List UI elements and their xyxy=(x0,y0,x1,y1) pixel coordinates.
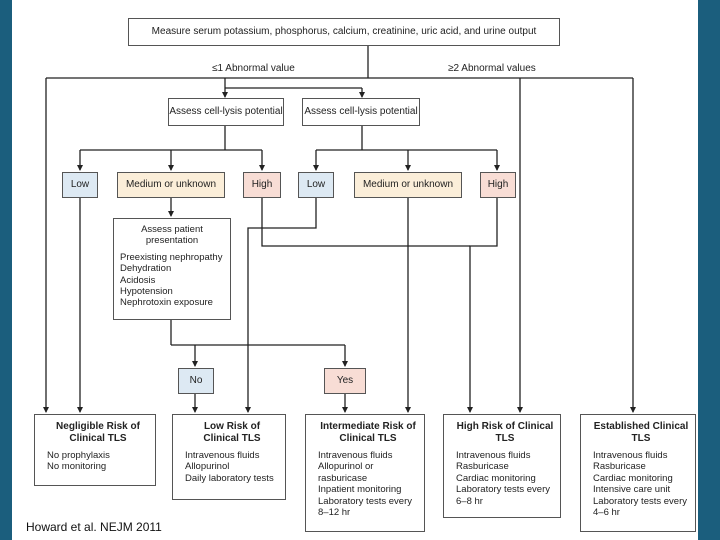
risk-low-2: Low xyxy=(298,172,334,198)
outcome-item: Intravenous fluids xyxy=(318,450,393,461)
arrow-low2-to-low-risk xyxy=(245,198,317,413)
branch-label-ge2: ≥2 Abnormal values xyxy=(448,63,536,74)
patient-item: Dehydration xyxy=(120,263,172,275)
measure-labs-box: Measure serum potassium, phosphorus, cal… xyxy=(128,18,560,46)
outcome-item: Intravenous fluids xyxy=(456,450,531,461)
outcome-title: Intermediate Risk of Clinical TLS xyxy=(320,421,416,444)
arrow-high2-to-high-risk xyxy=(467,198,498,413)
outcome-item: Cardiac monitoring xyxy=(593,472,673,484)
outcome-item: Intravenous fluids xyxy=(593,450,668,461)
assess-cell-lysis-right: Assess cell-lysis potential xyxy=(302,98,420,126)
outcome-title: Established Clinical TLS xyxy=(593,421,689,444)
outcome-item: Laboratory tests every 8–12 hr xyxy=(318,495,412,518)
branch-label-le1: ≤1 Abnormal value xyxy=(212,63,295,74)
citation-text: Howard et al. NEJM 2011 xyxy=(26,520,162,534)
risk-medium-1: Medium or unknown xyxy=(117,172,225,198)
patient-item: Acidosis xyxy=(120,274,156,286)
outcome-low-risk: Low Risk of Clinical TLS Intravenous flu… xyxy=(172,414,286,500)
outcome-item: Intensive care unit xyxy=(593,484,671,496)
outcome-intermediate-risk: Intermediate Risk of Clinical TLS Intrav… xyxy=(305,414,425,532)
patient-item: Nephrotoxin exposure xyxy=(120,297,213,309)
outcome-negligible-risk: Negligible Risk of Clinical TLS No proph… xyxy=(34,414,156,486)
outcome-item: Cardiac monitoring xyxy=(456,472,536,484)
patient-item: Hypotension xyxy=(120,285,173,297)
outcome-item: Daily laboratory tests xyxy=(185,472,274,484)
outcome-item: Allopurinol xyxy=(185,461,230,473)
patient-presentation-box: Assess patient presentation Preexisting … xyxy=(113,218,231,320)
patient-presentation-title: Assess patient presentation xyxy=(141,224,203,247)
outcome-item: Laboratory tests every 6–8 hr xyxy=(456,484,550,507)
outcome-item: Rasburicase xyxy=(456,461,509,473)
assess-cell-lysis-left: Assess cell-lysis potential xyxy=(168,98,284,126)
outcome-item: Intravenous fluids xyxy=(185,450,260,461)
outcome-item: No monitoring xyxy=(47,461,107,473)
outcome-high-risk: High Risk of Clinical TLS Intravenous fl… xyxy=(443,414,561,518)
patient-item: Preexisting nephropathy xyxy=(120,251,223,263)
connector-high1-route xyxy=(261,198,358,247)
outcome-item: Rasburicase xyxy=(593,461,646,473)
outcome-title: Low Risk of Clinical TLS xyxy=(203,421,261,444)
decision-no: No xyxy=(178,368,214,394)
decision-yes: Yes xyxy=(324,368,366,394)
outcome-title: High Risk of Clinical TLS xyxy=(456,421,554,444)
risk-high-1: High xyxy=(243,172,281,198)
outcome-item: No prophylaxis xyxy=(47,450,110,461)
outcome-item: Allopurinol or rasburicase xyxy=(318,461,374,484)
outcome-established-tls: Established Clinical TLS Intravenous flu… xyxy=(580,414,696,532)
outcome-title: Negligible Risk of Clinical TLS xyxy=(56,421,140,444)
outcome-item: Inpatient monitoring xyxy=(318,484,402,496)
risk-low-1: Low xyxy=(62,172,98,198)
risk-medium-2: Medium or unknown xyxy=(354,172,462,198)
risk-high-2: High xyxy=(480,172,516,198)
outcome-item: Laboratory tests every 4–6 hr xyxy=(593,495,687,518)
patient-presentation-list: Preexisting nephropathy Dehydration Acid… xyxy=(120,252,224,309)
